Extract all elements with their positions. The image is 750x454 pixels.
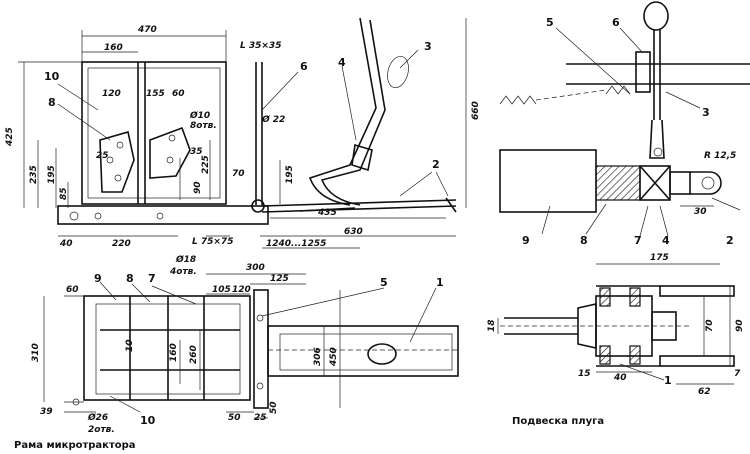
part-3-plow: 3 xyxy=(702,106,710,119)
dim-35: 35 xyxy=(190,147,203,157)
dim-310: 310 xyxy=(31,343,41,362)
dim-450: 450 xyxy=(329,347,339,367)
dim-470: 470 xyxy=(137,25,157,35)
caption-plow: Подвеска плуга xyxy=(512,416,604,427)
part-10-side: 10 xyxy=(44,70,60,83)
dim-160: 160 xyxy=(104,43,123,53)
plow-hitch-section xyxy=(497,263,735,385)
part-2-plow: 2 xyxy=(726,234,734,247)
dim-18: Ø18 xyxy=(175,254,196,265)
dim-70-plow: 70 xyxy=(705,319,715,332)
profile-75: L 75×75 xyxy=(192,237,233,247)
dim-105: 105 xyxy=(212,285,231,295)
dim-425: 425 xyxy=(5,127,15,147)
part-5-plan: 5 xyxy=(380,276,388,289)
dim-85: 85 xyxy=(59,187,69,200)
plow-hitch-view xyxy=(499,1,750,237)
part-10-plan: 10 xyxy=(140,414,156,427)
dim-18-plow: 18 xyxy=(487,319,497,332)
part-3-side: 3 xyxy=(424,40,432,53)
part-4-plow: 4 xyxy=(662,234,670,247)
holes-2: 2отв. xyxy=(88,425,115,435)
dim-235: 235 xyxy=(29,165,39,184)
dim-660: 660 xyxy=(471,101,481,120)
dim-1240: 1240...1255 xyxy=(266,239,326,249)
part-9-plow: 9 xyxy=(522,234,530,247)
dim-62: 62 xyxy=(698,387,711,397)
dim-10-plan: 10 xyxy=(125,339,135,352)
frame-plan-view xyxy=(43,273,460,419)
dim-40: 40 xyxy=(59,239,73,249)
holes-4: 4отв. xyxy=(169,267,197,277)
dim-22: Ø 22 xyxy=(261,114,285,125)
dim-630: 630 xyxy=(344,227,363,237)
dim-160-plan: 160 xyxy=(169,343,179,362)
part-6-side: 6 xyxy=(300,60,308,73)
part-7-plan: 7 xyxy=(148,272,156,285)
dim-25: 25 xyxy=(96,151,109,161)
profile-35: L 35×35 xyxy=(240,41,281,51)
dim-39: 39 xyxy=(40,407,53,417)
part-9-plan: 9 xyxy=(94,272,102,285)
part-8-plan: 8 xyxy=(126,272,134,285)
dim-26: Ø26 xyxy=(87,412,108,423)
part-5-plow: 5 xyxy=(546,16,554,29)
dim-r125: R 12,5 xyxy=(704,151,736,161)
dim-225: 225 xyxy=(201,155,211,174)
part-2-side: 2 xyxy=(432,158,440,171)
dim-260: 260 xyxy=(189,345,199,364)
dim-90-plow: 90 xyxy=(735,319,745,332)
dim-300: 300 xyxy=(246,263,265,273)
dim-60-plan: 60 xyxy=(66,285,79,295)
dim-50-b: 50 xyxy=(269,401,279,414)
part-8-plow: 8 xyxy=(580,234,588,247)
frame-side-view xyxy=(18,17,467,249)
dim-435: 435 xyxy=(317,208,337,218)
part-8-side: 8 xyxy=(48,96,56,109)
part-1-plan: 1 xyxy=(436,276,444,289)
dim-7: 7 xyxy=(734,369,741,379)
dim-120: 120 xyxy=(102,89,121,99)
dim-15: 15 xyxy=(578,369,591,379)
dim-220: 220 xyxy=(112,239,131,249)
dim-120-plan: 120 xyxy=(232,285,251,295)
part-6-plow: 6 xyxy=(612,16,620,29)
caption-frame: Рама микротрактора xyxy=(14,440,136,451)
dim-70: 70 xyxy=(232,169,245,179)
dim-30: 30 xyxy=(694,207,707,217)
dim-60: 60 xyxy=(172,89,185,99)
part-7-plow: 7 xyxy=(634,234,642,247)
dim-195-right: 195 xyxy=(285,165,295,184)
dim-175: 175 xyxy=(650,253,669,263)
dim-195-left: 195 xyxy=(47,165,57,184)
part-4-side: 4 xyxy=(338,56,346,69)
dim-10: Ø10 xyxy=(189,110,210,121)
dim-155: 155 xyxy=(146,89,165,99)
part-1-plow: 1 xyxy=(664,374,672,387)
holes-8: 8отв. xyxy=(190,121,217,131)
dim-50-a: 50 xyxy=(228,413,241,423)
dim-306: 306 xyxy=(313,347,323,366)
dim-40-plow: 40 xyxy=(613,373,627,383)
dim-125: 125 xyxy=(270,274,289,284)
dim-90: 90 xyxy=(193,181,203,194)
dim-25-plan: 25 xyxy=(254,413,267,423)
